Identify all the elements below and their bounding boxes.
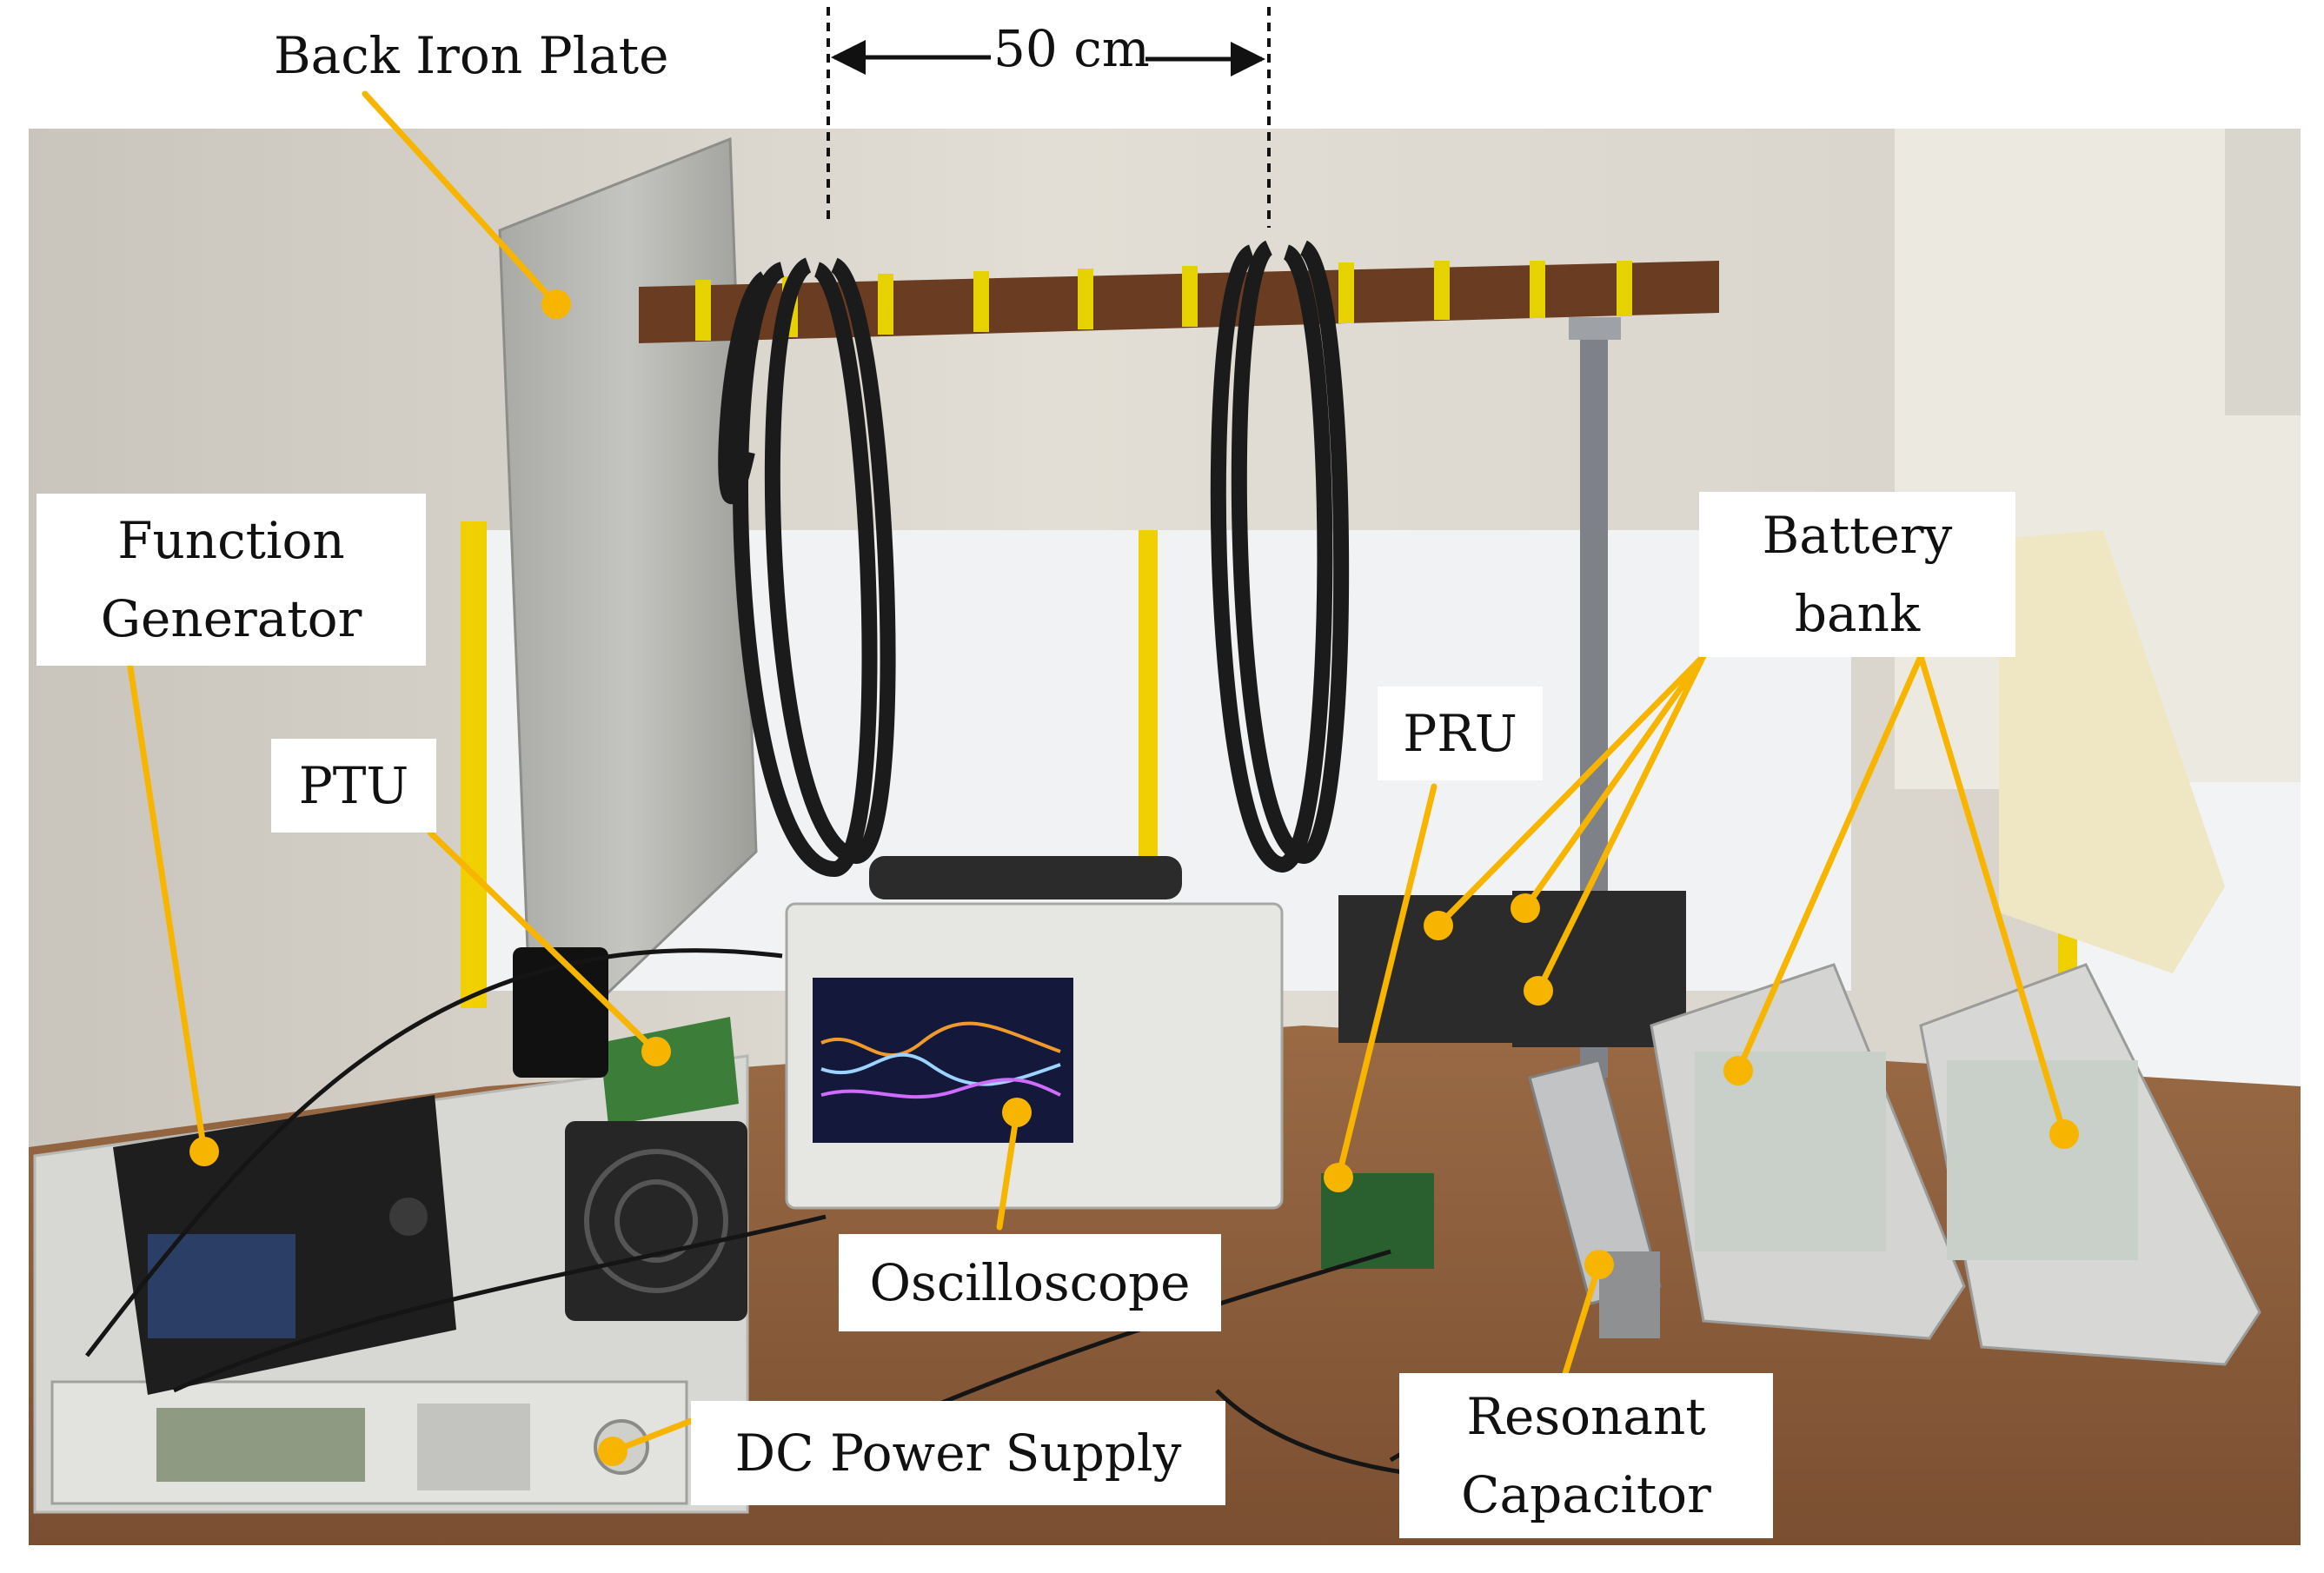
back-iron-plate bbox=[498, 136, 758, 1027]
battery-bank-label: Battery bank bbox=[1699, 492, 2015, 657]
ptu-label: PTU bbox=[271, 739, 436, 833]
pru-label: PRU bbox=[1378, 687, 1543, 780]
resonant-capacitor-unit bbox=[1528, 1059, 1662, 1338]
distance-label: 50 cm bbox=[993, 19, 1150, 78]
ptu-board bbox=[513, 947, 747, 1321]
resonant-capacitor-label-line2: Capacitor bbox=[1461, 1465, 1711, 1524]
function-generator-label-line2: Generator bbox=[100, 589, 362, 648]
markers bbox=[189, 289, 2079, 1466]
back-iron-plate-label: Back Iron Plate bbox=[274, 26, 669, 85]
receiver-coil bbox=[1210, 240, 1350, 873]
leader-lines bbox=[127, 90, 2068, 1455]
oscilloscope-label: Oscilloscope bbox=[839, 1234, 1221, 1331]
function-generator-label: Function Generator bbox=[37, 494, 426, 666]
resonant-capacitor-label: Resonant Capacitor bbox=[1399, 1373, 1773, 1538]
dc-power-supply-label: DC Power Supply bbox=[691, 1401, 1225, 1505]
function-generator-label-line1: Function bbox=[117, 511, 345, 570]
battery-units bbox=[1338, 891, 2261, 1366]
battery-bank-label-line1: Battery bbox=[1762, 506, 1953, 565]
wooden-beam bbox=[639, 261, 1719, 343]
dimension-annotation bbox=[827, 7, 1271, 228]
battery-bank-label-line2: bank bbox=[1794, 584, 1921, 643]
transmitter-coil bbox=[718, 257, 896, 878]
resonant-capacitor-label-line1: Resonant bbox=[1466, 1387, 1706, 1446]
oscilloscope-unit bbox=[785, 856, 1284, 1210]
